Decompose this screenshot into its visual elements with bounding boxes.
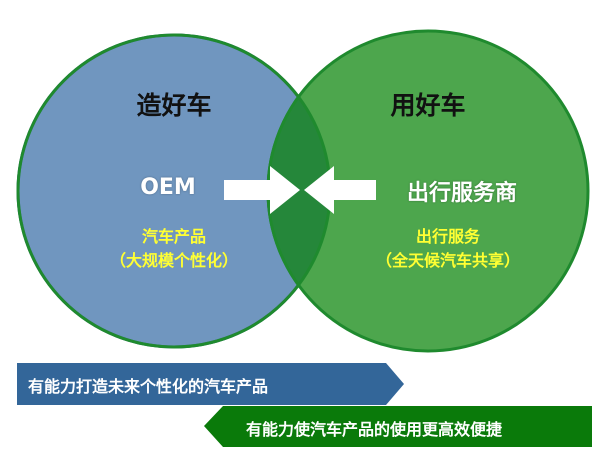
car-product-label: 汽车产品 [141,227,207,246]
banner-green-shape [204,406,592,447]
oem-label: OEM [140,175,196,200]
right-circle-title: 用好车 [390,91,466,120]
mobility-provider-label: 出行服务商 [406,181,518,206]
left-arrow-icon [304,166,376,214]
banner-oem-capability: 有能力打造未来个性化的汽车产品 [28,377,269,396]
mobility-service-label: 出行服务 [415,227,481,246]
car-product-note: （大规模个性化） [109,251,239,270]
left-circle-title: 造好车 [136,91,212,120]
right-arrow-icon [224,166,300,214]
mobility-service-note: （全天候汽车共享） [375,251,521,270]
banner-mobility-capability: 有能力使汽车产品的使用更高效便捷 [246,420,503,439]
banner-blue-shape [17,363,404,405]
